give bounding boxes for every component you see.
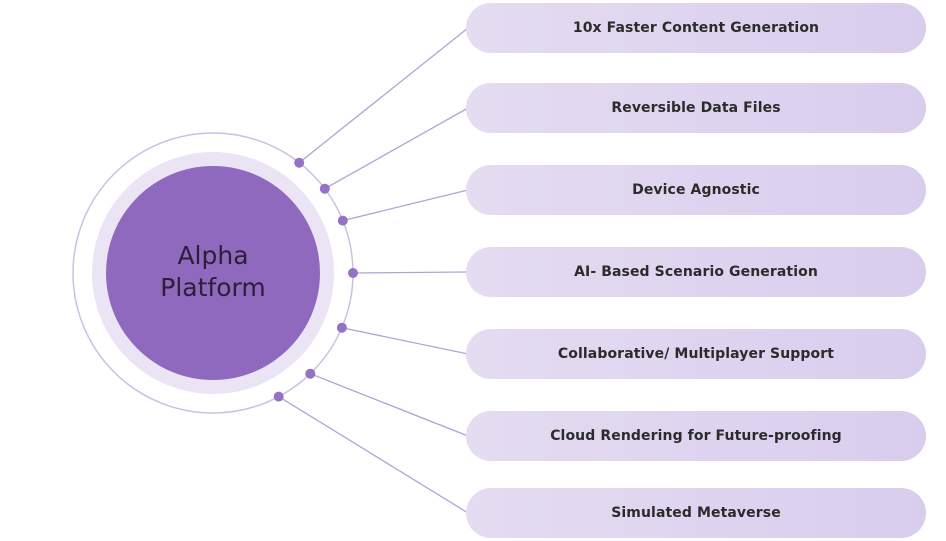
node-dot-ai-scenario (348, 268, 358, 278)
feature-label: Device Agnostic (632, 182, 760, 198)
connector-line-collaborative (341, 327, 469, 355)
feature-pill-collaborative: Collaborative/ Multiplayer Support (466, 329, 926, 379)
feature-label: AI- Based Scenario Generation (574, 264, 818, 280)
connector-line-cloud-rendering (310, 373, 469, 437)
connector-line-reversible-data (324, 107, 469, 190)
node-dot-reversible-data (319, 183, 330, 194)
feature-label: Simulated Metaverse (611, 505, 781, 521)
feature-label: Collaborative/ Multiplayer Support (557, 346, 835, 362)
feature-pill-metaverse: Simulated Metaverse (466, 488, 926, 538)
hub-circle (106, 166, 320, 380)
connector-line-device-agnostic (342, 189, 469, 222)
feature-pill-content-generation: 10x Faster Content Generation (466, 3, 926, 53)
feature-pill-device-agnostic: Device Agnostic (466, 165, 926, 215)
node-dot-group (273, 157, 358, 402)
feature-pill-reversible-data: Reversible Data Files (466, 83, 926, 133)
feature-label: 10x Faster Content Generation (572, 20, 820, 36)
connector-line-ai-scenario (352, 271, 469, 274)
node-dot-metaverse (273, 391, 284, 402)
feature-label: Reversible Data Files (611, 100, 781, 116)
feature-pill-ai-scenario: AI- Based Scenario Generation (466, 247, 926, 297)
node-dot-cloud-rendering (305, 368, 316, 379)
node-dot-device-agnostic (337, 215, 348, 226)
node-dot-content-generation (294, 157, 305, 168)
node-dot-collaborative (336, 322, 347, 333)
connector-line-metaverse (278, 396, 469, 514)
feature-label: Cloud Rendering for Future-proofing (550, 428, 842, 444)
feature-pill-cloud-rendering: Cloud Rendering for Future-proofing (466, 411, 926, 461)
connector-group (278, 27, 469, 514)
connector-line-content-generation (298, 27, 469, 164)
